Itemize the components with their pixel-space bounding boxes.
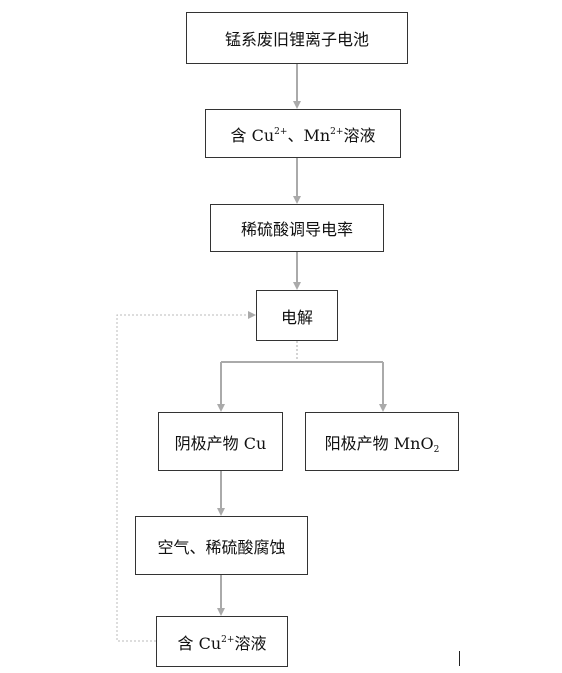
- node-cu-solution: 含 Cu2+溶液: [156, 616, 288, 667]
- cu-charge: 2+: [274, 126, 288, 137]
- node-mixed-solution-label: 含 Cu2+、Mn2+溶液: [231, 122, 376, 146]
- recycle-loop-arrowhead: [248, 311, 256, 319]
- node-cathode-label: 阴极产物 Cu: [174, 433, 267, 453]
- mixed-middle: 、Mn: [287, 125, 331, 145]
- node-anode-label: 阳极产物 MnO2: [324, 430, 440, 455]
- mixed-prefix: 含 Cu: [230, 125, 275, 145]
- cu-solution-suffix: 溶液: [234, 633, 267, 653]
- node-corrosion: 空气、稀硫酸腐蚀: [135, 516, 308, 575]
- node-adjust-label: 稀硫酸调导电率: [240, 220, 353, 239]
- text-cursor-mark: [459, 651, 460, 666]
- node-source: 锰系废旧锂离子电池: [186, 12, 408, 64]
- node-corrosion-label: 空气、稀硫酸腐蚀: [157, 537, 286, 557]
- node-anode: 阳极产物 MnO2: [305, 412, 459, 471]
- mixed-suffix: 溶液: [343, 125, 376, 145]
- node-electrolysis: 电解: [256, 290, 338, 341]
- node-cathode: 阴极产物 Cu: [158, 412, 283, 471]
- node-electrolysis-label: 电解: [280, 307, 313, 327]
- node-mixed-solution: 含 Cu2+、Mn2+溶液: [205, 109, 401, 158]
- recycle-loop-line: [116, 314, 252, 642]
- node-cu-solution-label: 含 Cu2+溶液: [178, 630, 267, 654]
- anode-prefix: 阳极产物 MnO: [324, 433, 434, 453]
- cu-solution-charge: 2+: [221, 634, 235, 645]
- node-adjust: 稀硫酸调导电率: [210, 204, 384, 252]
- oxygen-subscript: 2: [433, 444, 440, 455]
- mn-charge: 2+: [330, 126, 344, 137]
- cu-solution-prefix: 含 Cu: [177, 633, 222, 653]
- node-source-label: 锰系废旧锂离子电池: [224, 30, 369, 49]
